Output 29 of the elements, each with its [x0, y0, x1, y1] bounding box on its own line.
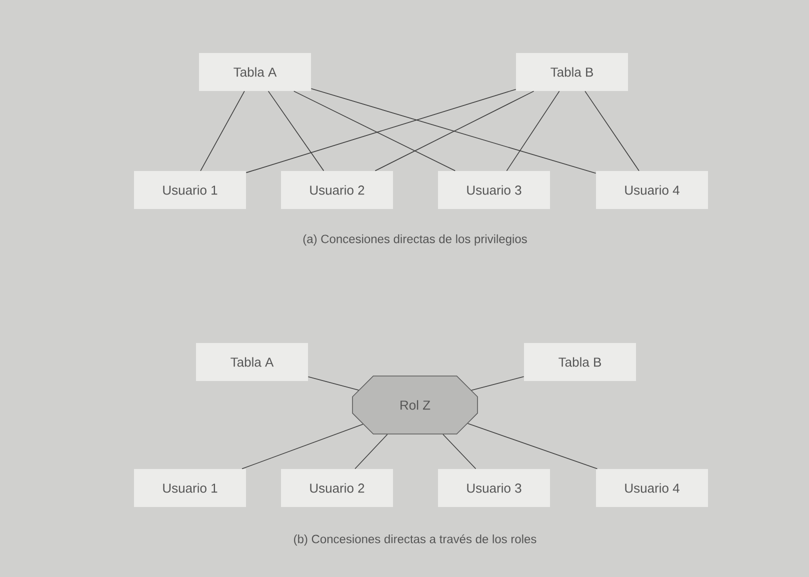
- connector-line: [442, 434, 476, 470]
- connector-line: [246, 88, 516, 174]
- process-box: Tabla B: [524, 342, 636, 381]
- connector-line: [584, 90, 640, 172]
- process-box: Usuario 3: [438, 468, 550, 507]
- connector-line: [471, 376, 524, 391]
- connector-line: [506, 90, 560, 172]
- caption: (b) Concesiones directas a través de los roles: [294, 534, 536, 546]
- connector-line: [268, 90, 324, 172]
- caption: (a) Concesiones directas de los privilegios: [303, 234, 527, 246]
- role-octagon: Rol Z: [352, 376, 478, 434]
- connector-line: [374, 90, 534, 172]
- process-box: Usuario 4: [596, 468, 708, 507]
- process-box: Usuario 2: [281, 170, 393, 209]
- process-box: Usuario 4: [596, 170, 708, 209]
- process-box: Tabla A: [196, 342, 308, 381]
- connector-line: [310, 88, 596, 174]
- process-box: Usuario 3: [438, 170, 550, 209]
- connector-line: [200, 90, 245, 172]
- process-box: Usuario 1: [134, 170, 246, 209]
- process-box: Usuario 2: [281, 468, 393, 507]
- connector-line: [242, 424, 364, 470]
- connector-line: [467, 423, 598, 470]
- process-box: Tabla B: [516, 52, 628, 91]
- process-box: Tabla A: [199, 52, 311, 91]
- process-box: Usuario 1: [134, 468, 246, 507]
- connector-line: [308, 376, 359, 390]
- connector-line: [354, 434, 388, 470]
- connector-line: [293, 90, 456, 172]
